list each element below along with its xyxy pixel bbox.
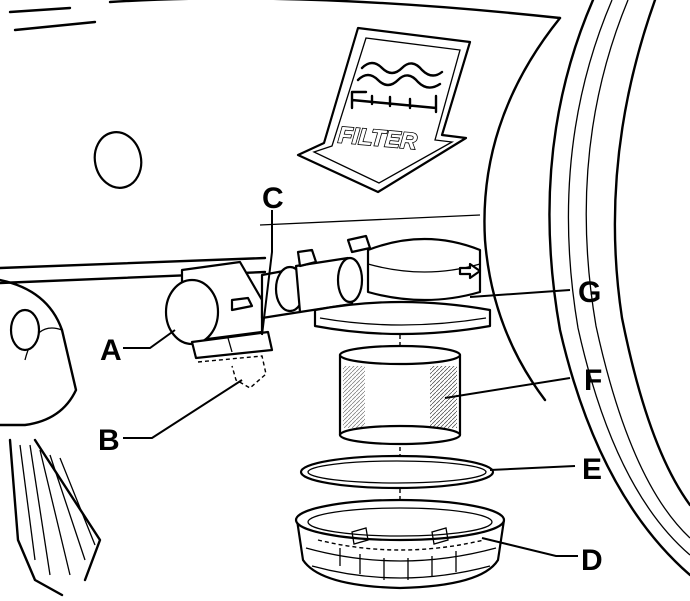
side-bolt: [9, 308, 41, 352]
label-g: G: [578, 276, 601, 309]
valve-body-a: [164, 278, 220, 346]
filter-bowl-d: [294, 498, 506, 590]
leader-e: [489, 465, 576, 471]
leader-a: [123, 329, 176, 349]
label-c: C: [262, 182, 284, 215]
label-d: D: [581, 544, 603, 577]
leader-d: [481, 537, 578, 557]
label-e: E: [582, 453, 602, 486]
leader-c: [261, 210, 273, 336]
label-f: F: [584, 364, 602, 397]
housing-hole: [93, 131, 143, 189]
valve-assembly: [164, 234, 372, 389]
leader-f: [444, 377, 571, 399]
flow-arrow-icon: [458, 262, 482, 280]
filter-sign: FILTER: [296, 26, 472, 194]
wheel: [548, 0, 690, 577]
leader-g: [469, 289, 571, 298]
drain-cap-c: [190, 330, 274, 360]
leader-lines: [123, 210, 578, 557]
leader-b: [123, 379, 243, 439]
left-machinery: [0, 278, 102, 597]
o-ring-e: [299, 454, 495, 490]
filter-head-g: [313, 237, 492, 336]
filter-element-f: [338, 344, 462, 446]
label-b: B: [98, 424, 120, 457]
label-a: A: [100, 334, 122, 367]
